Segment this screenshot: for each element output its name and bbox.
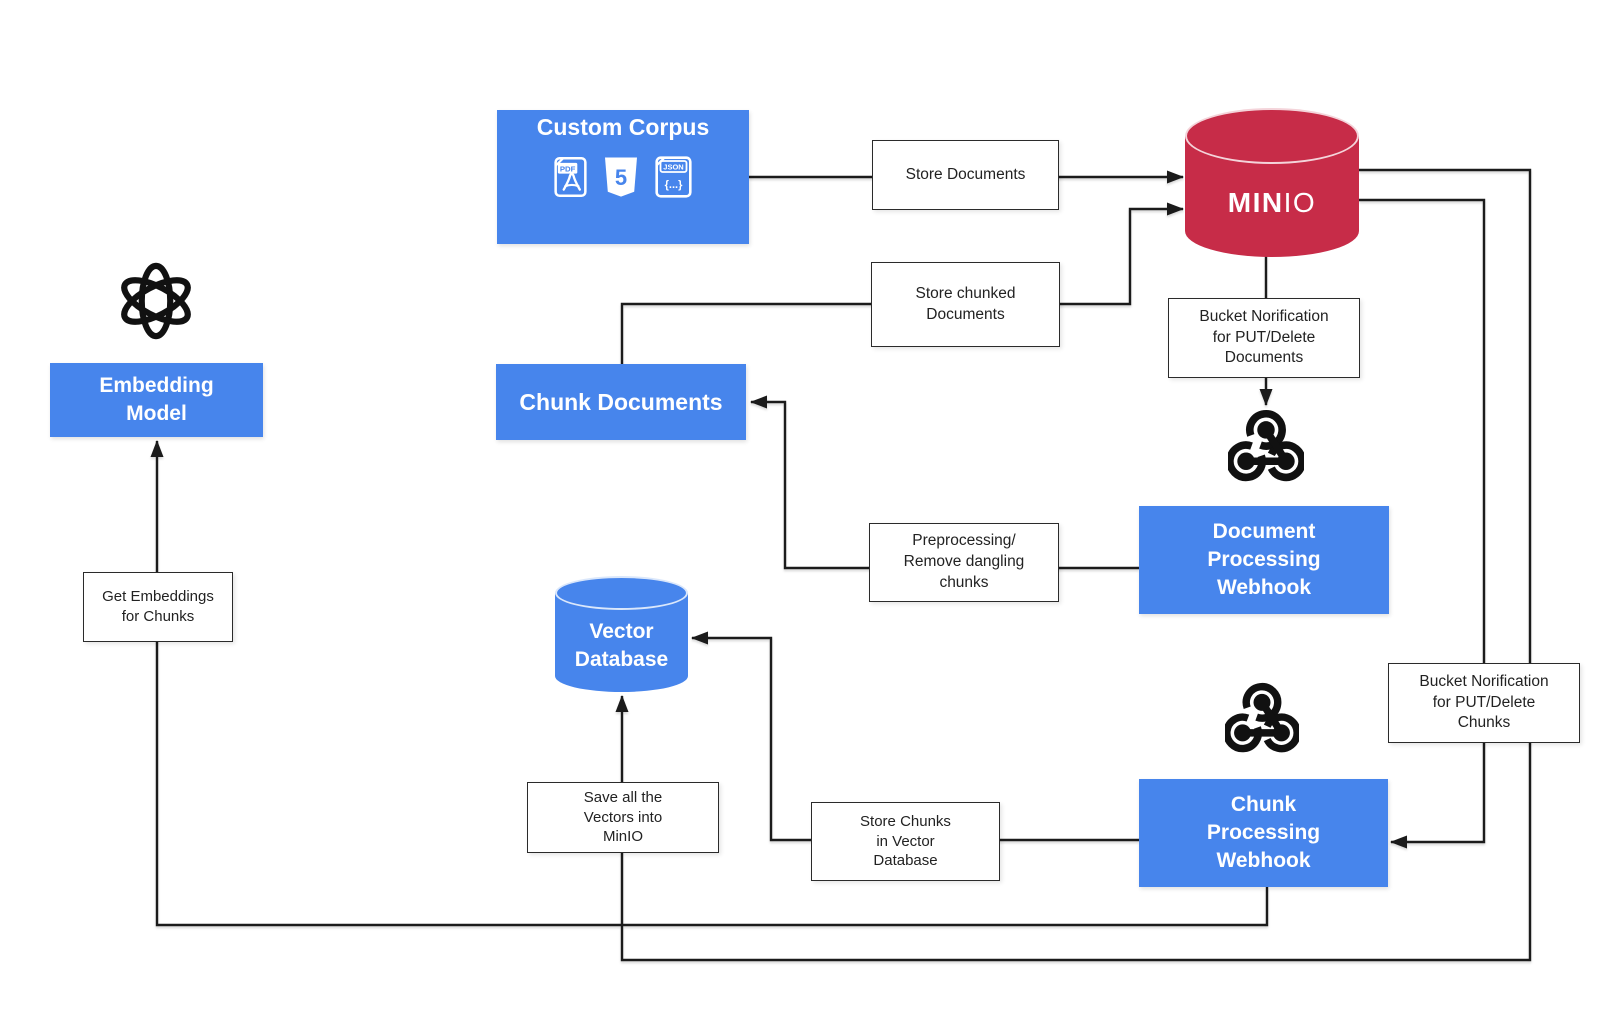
html5-icon: 5 — [605, 157, 637, 197]
get-embeddings-label-box: Get Embeddings for Chunks — [83, 572, 233, 642]
vector-database-cylinder: Vector Database — [555, 576, 688, 692]
chunk-processing-webhook-node: Chunk Processing Webhook — [1139, 779, 1388, 887]
bucket-notification-documents-box: Bucket Norification for PUT/Delete Docum… — [1168, 298, 1360, 378]
svg-text:5: 5 — [615, 165, 627, 190]
vector-database-label: Vector Database — [574, 619, 669, 671]
embedding-model-node: Embedding Model — [50, 363, 263, 437]
webhook-icon — [1228, 410, 1304, 482]
store-documents-label-box: Store Documents — [872, 140, 1059, 210]
svg-text:{...}: {...} — [665, 179, 683, 191]
custom-corpus-title: Custom Corpus — [536, 114, 710, 140]
corpus-file-icons: PDF 5 JSON {...} — [554, 156, 692, 198]
document-processing-webhook-node: Document Processing Webhook — [1139, 506, 1389, 614]
store-chunks-label-box: Store Chunks in Vector Database — [811, 802, 1000, 881]
json-file-icon: JSON {...} — [655, 156, 692, 198]
edge-minio-to-chunkwebhook — [1359, 198, 1486, 849]
preprocessing-label-box: Preprocessing/ Remove dangling chunks — [869, 523, 1059, 602]
custom-corpus-node: Custom Corpus PDF 5 JSON {...} — [497, 110, 749, 244]
webhook-icon — [1225, 682, 1299, 753]
save-vectors-label-box: Save all the Vectors into MinIO — [527, 782, 719, 853]
minio-cylinder-top — [1185, 108, 1359, 164]
edge-chunkdocs-to-minio — [620, 202, 1184, 366]
chunk-documents-node: Chunk Documents — [496, 364, 746, 440]
atom-icon — [121, 262, 191, 340]
vector-cylinder-top — [555, 576, 688, 610]
edge-minio-loop-to-vectordb — [615, 168, 1532, 962]
edge-chunkwebhook-to-embedding — [150, 440, 1269, 927]
bucket-notification-chunks-box: Bucket Norification for PUT/Delete Chunk… — [1388, 663, 1580, 743]
pdf-file-icon: PDF — [554, 157, 587, 198]
svg-text:PDF: PDF — [560, 165, 576, 174]
store-chunked-documents-label-box: Store chunked Documents — [871, 262, 1060, 347]
store-documents-text: Store Documents — [905, 165, 1026, 183]
svg-text:JSON: JSON — [663, 163, 683, 172]
